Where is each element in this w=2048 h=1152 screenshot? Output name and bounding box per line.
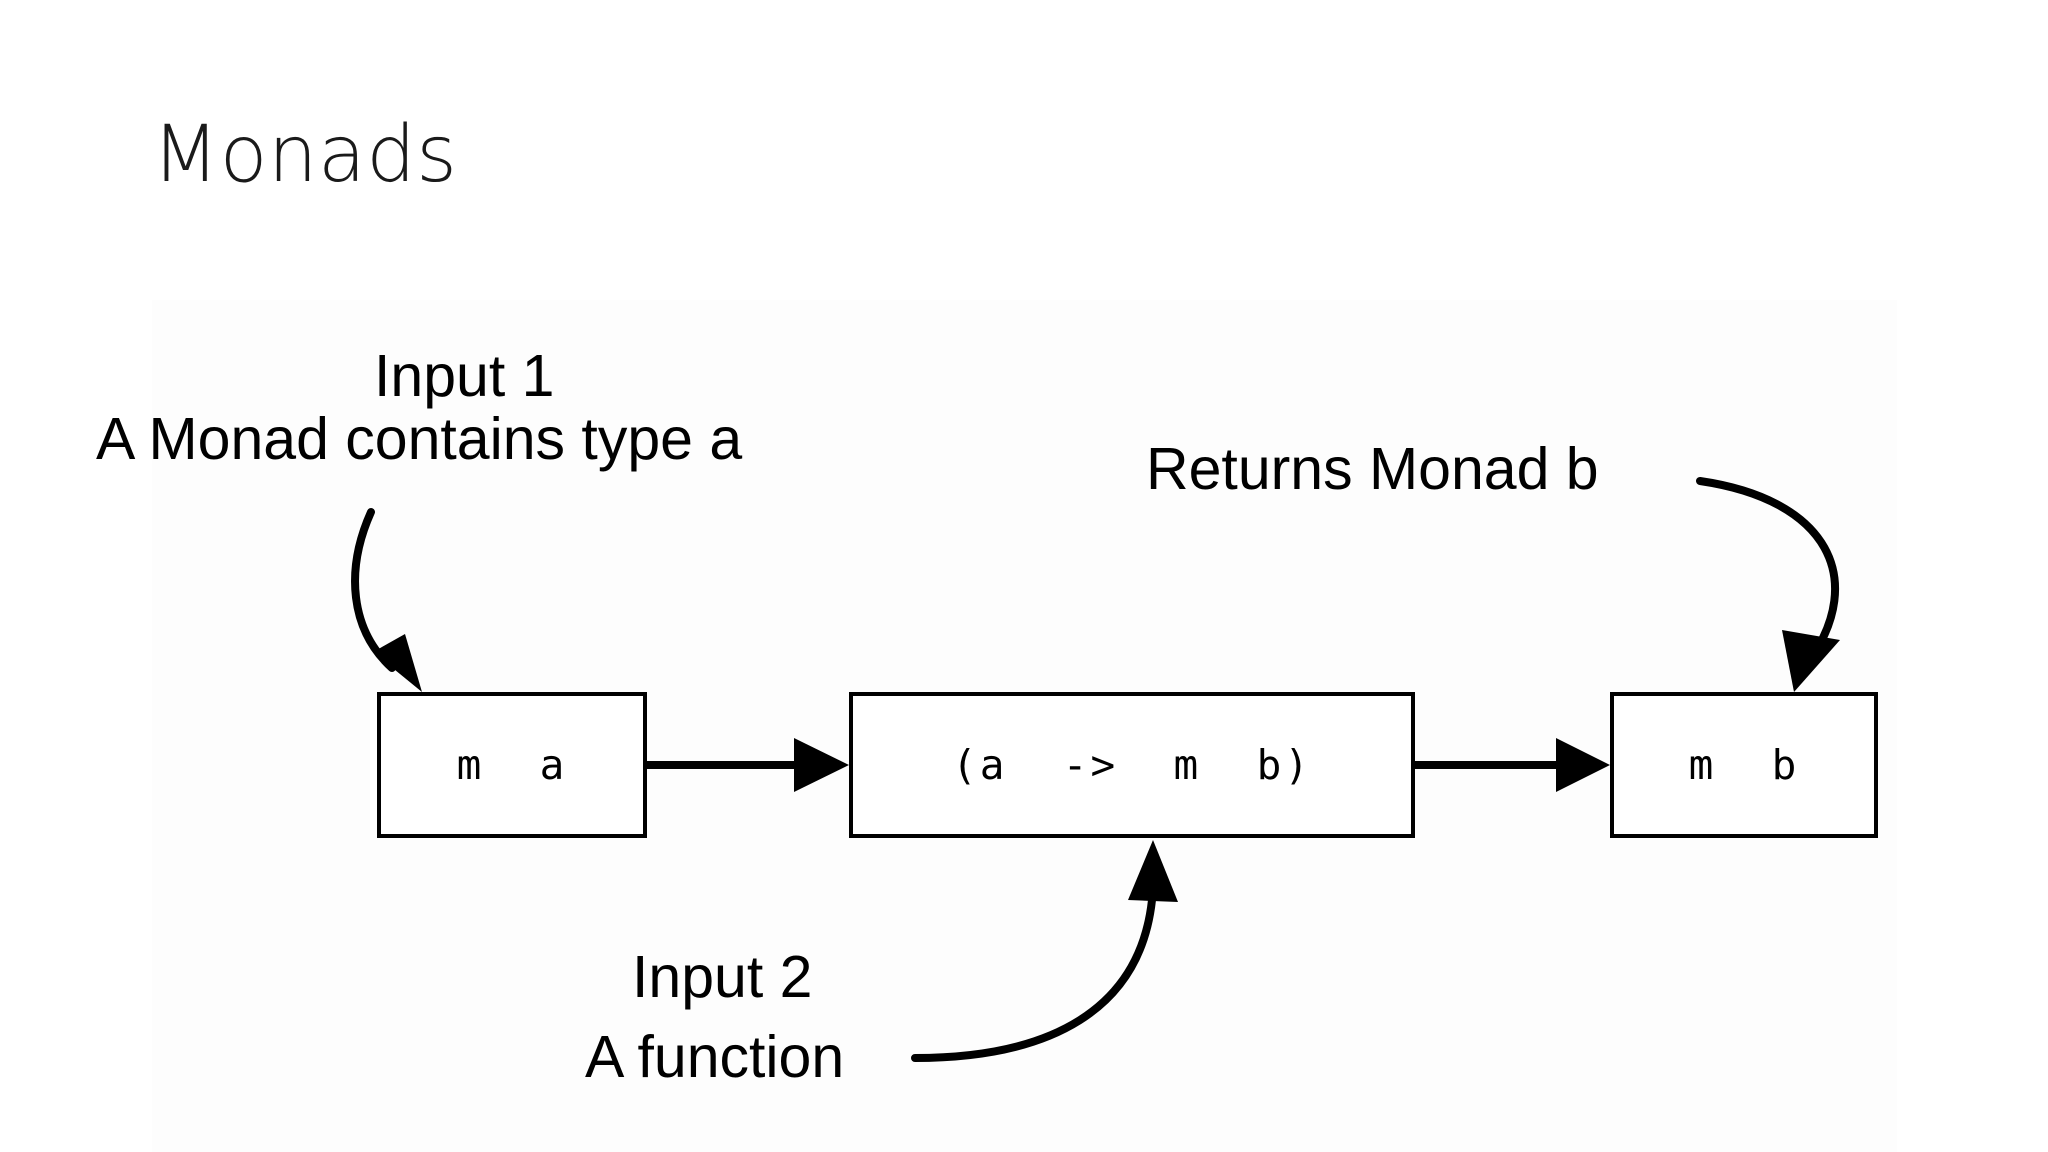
diagram-box-bind-function-label: (a -> m b) [952, 741, 1312, 789]
diagram-box-monad-input: m a [377, 692, 647, 838]
annotation-monad-contains-type-a: A Monad contains type a [96, 406, 743, 472]
diagram-box-bind-function: (a -> m b) [849, 692, 1415, 838]
page-title: Monads [152, 110, 458, 200]
diagram-box-monad-output-label: m b [1688, 741, 1800, 789]
annotation-returns-monad-b: Returns Monad b [1146, 436, 1599, 502]
diagram-box-monad-input-label: m a [456, 741, 568, 789]
diagram-box-monad-output: m b [1610, 692, 1878, 838]
annotation-input-2: Input 2 [632, 944, 813, 1010]
annotation-input-1: Input 1 [374, 343, 555, 409]
annotation-a-function: A function [585, 1024, 845, 1090]
